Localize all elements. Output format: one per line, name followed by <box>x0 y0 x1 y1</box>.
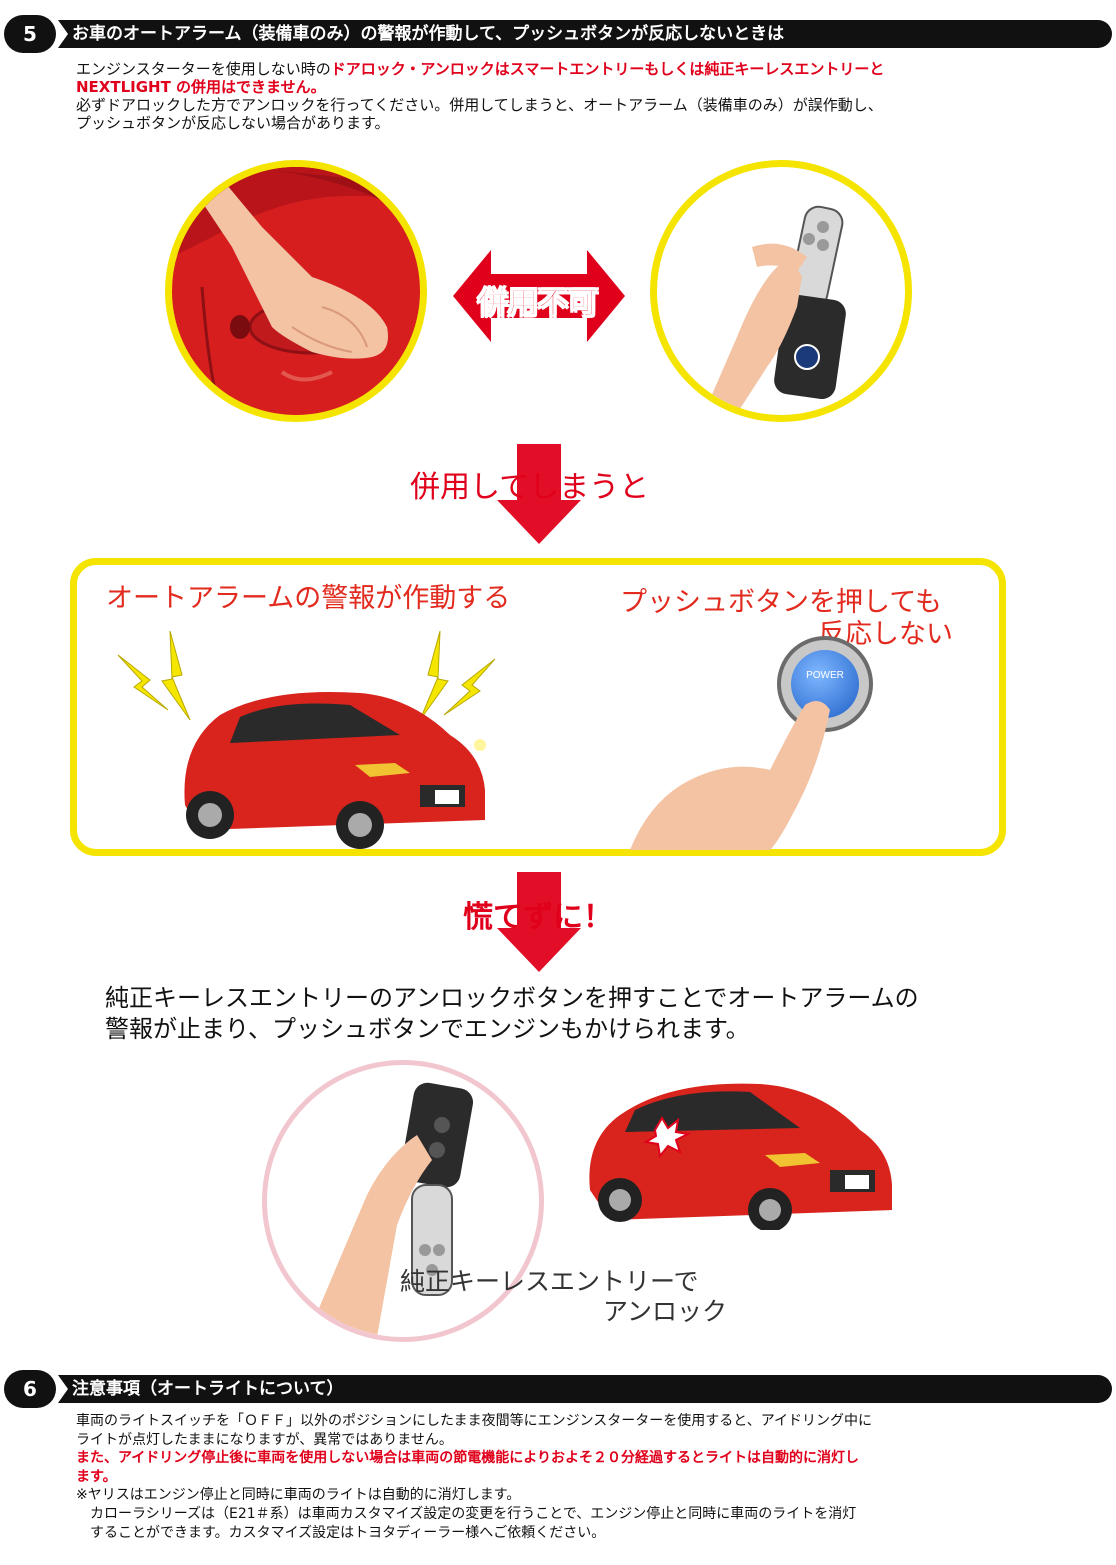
alarm-caption: オートアラームの警報が作動する <box>106 583 511 614</box>
door-handle-hand-icon <box>172 167 420 415</box>
intro-text: エンジンスターターを使用しない時の <box>76 60 331 78</box>
push-caption-line1: プッシュボタンを押しても <box>620 587 942 618</box>
section5-header-arrow <box>58 20 68 48</box>
finger-press-icon <box>630 701 830 850</box>
alarm-result-panel <box>70 558 1006 856</box>
solution-line-2: 警報が止まり、プッシュボタンでエンジンもかけられます。 <box>105 1015 750 1043</box>
car-unlocked-icon <box>589 1083 892 1230</box>
autolight-note-2: カローラシリーズは（E21＃系）は車両カスタマイズ設定の変更を行うことで、エンジ… <box>90 1505 857 1522</box>
key-fob-hand-icon <box>703 205 846 415</box>
down-arrow-icon <box>497 444 581 544</box>
not-combinable-label: 併用不可 <box>478 286 599 322</box>
section5-badge: 5 <box>4 15 56 53</box>
intro-line-4: プッシュボタンが反応しない場合があります。 <box>76 114 390 132</box>
solution-line-1: 純正キーレスエントリーのアンロックボタンを押すことでオートアラームの <box>105 984 919 1012</box>
autolight-warning-1: また、アイドリング停止後に車両を使用しない場合は車両の節電機能によりおよそ２０分… <box>76 1450 860 1467</box>
double-arrow-icon <box>453 250 625 342</box>
intro-warning-2: NEXTLIGHT の併用はできません。 <box>76 78 326 96</box>
down-arrow-2-icon <box>497 872 581 972</box>
section6-header-arrow <box>58 1375 68 1403</box>
keyless-unlock-illustration <box>262 1060 544 1342</box>
door-handle-illustration <box>165 160 427 422</box>
car-alarm-icon <box>117 630 496 849</box>
section6-title: 注意事項（オートライトについて） <box>72 1379 344 1399</box>
power-label: POWER <box>806 670 844 681</box>
key-fob-illustration <box>650 160 912 422</box>
keyless-hand-icon <box>307 1082 474 1337</box>
section6-body: 車両のライトスイッチを「ＯＦＦ」以外のポジションにしたまま夜間等にエンジンスター… <box>76 1412 1106 1542</box>
section5-intro: エンジンスターターを使用しない時のドアロック・アンロックはスマートエントリーもし… <box>76 60 1076 132</box>
keyless-caption-line1: 純正キーレスエントリーで <box>400 1267 699 1296</box>
autolight-warning-2: ます。 <box>76 1468 117 1485</box>
section6-badge: 6 <box>4 1370 56 1408</box>
autolight-note-1: ※ヤリスはエンジン停止と同時に車両のライトは自動的に消灯します。 <box>76 1487 521 1504</box>
autolight-line-2: ライトが点灯したままになりますが、異常ではありません。 <box>76 1431 453 1448</box>
section5-title: お車のオートアラーム（装備車のみ）の警報が作動して、プッシュボタンが反応しないと… <box>72 24 785 44</box>
section5-header: お車のオートアラーム（装備車のみ）の警報が作動して、プッシュボタンが反応しないと… <box>58 20 1112 48</box>
autolight-note-3: することができます。カスタマイズ設定はトヨタディーラー様へご依頼ください。 <box>90 1524 606 1541</box>
keyless-caption-line2: アンロック <box>603 1297 728 1326</box>
intro-warning-1: ドアロック・アンロックはスマートエントリーもしくは純正キーレスエントリーと <box>330 60 885 78</box>
autolight-line-1: 車両のライトスイッチを「ＯＦＦ」以外のポジションにしたまま夜間等にエンジンスター… <box>76 1413 873 1429</box>
intro-line-3: 必ずドアロックした方でアンロックを行ってください。併用してしまうと、オートアラー… <box>76 96 883 114</box>
section6-header: 注意事項（オートライトについて） <box>58 1375 1112 1403</box>
